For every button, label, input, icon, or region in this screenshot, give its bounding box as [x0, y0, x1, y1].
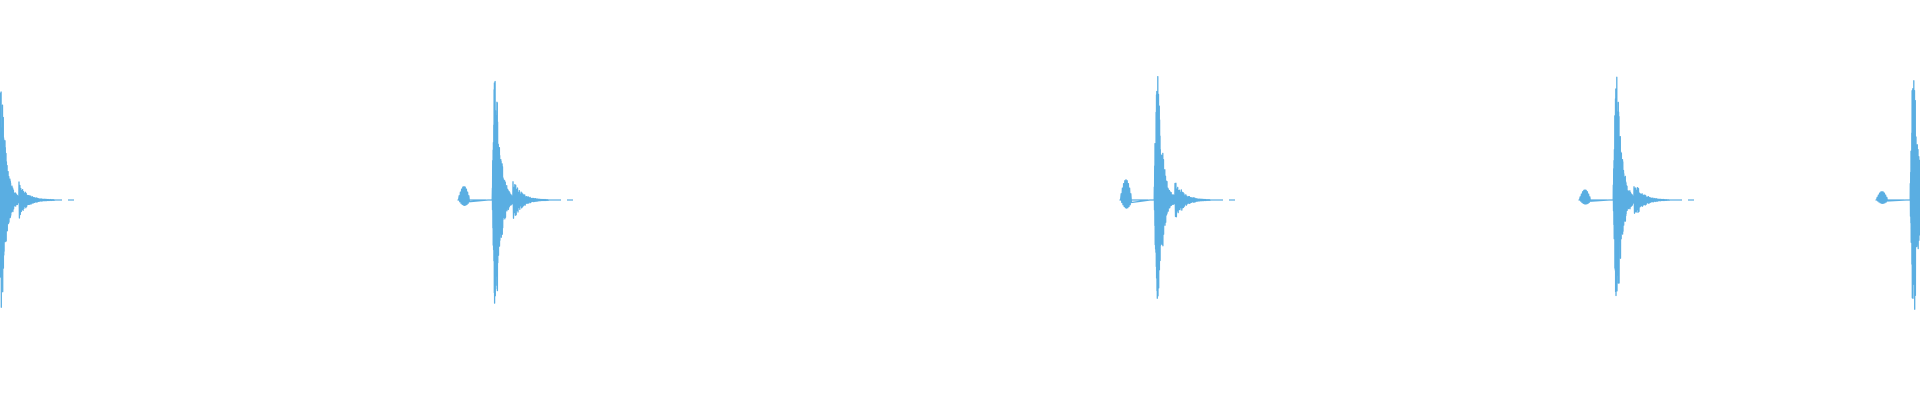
waveform-transient [1119, 75, 1235, 299]
waveform-burst [457, 80, 550, 304]
waveform-burst [1875, 80, 1920, 310]
waveform-transients [0, 75, 1920, 310]
waveform-transient [0, 91, 74, 308]
waveform-burst [1578, 76, 1671, 297]
waveform-burst [1119, 75, 1212, 299]
waveform-transient [457, 80, 573, 304]
waveform-burst [0, 91, 56, 308]
waveform-transient [1875, 80, 1920, 310]
waveform-transient [1578, 76, 1694, 297]
